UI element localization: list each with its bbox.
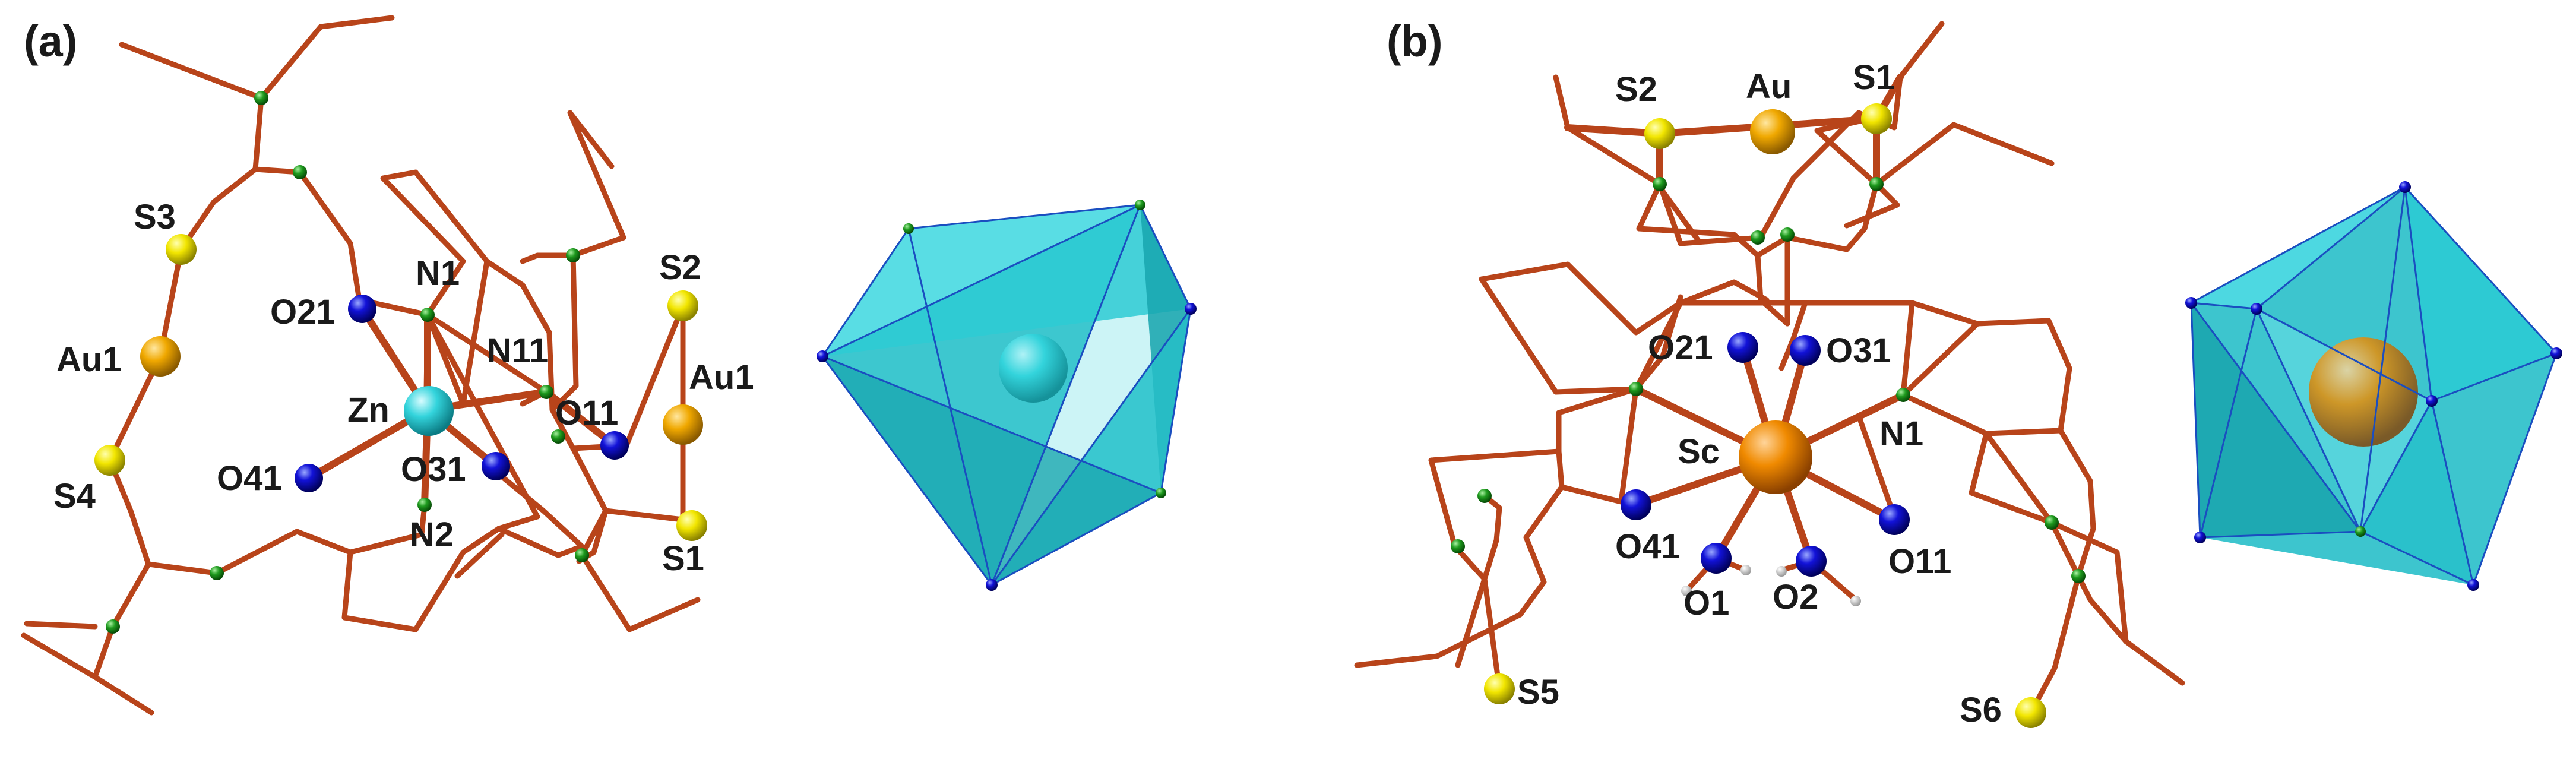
c-node [1629,382,1643,396]
c-node [575,548,589,562]
zn-atom [404,386,454,436]
label-n2: N2 [410,515,454,554]
o31-atom [482,452,510,480]
panel-a-atoms [94,91,707,634]
o31-atom-b [1790,335,1821,366]
label-au1-left: Au1 [56,340,122,379]
label-o31: O31 [401,450,466,489]
label-au1-right: Au1 [689,358,754,397]
panel-b-labels: S2 Au S1 O21 O31 Sc N1 O41 O11 O1 O2 S5 … [1517,58,2002,729]
label-o21-b: O21 [1648,328,1713,367]
c-node [1477,489,1492,503]
n2-node [417,498,432,512]
s1-atom-b [1861,103,1892,134]
label-o11: O11 [555,394,618,432]
h-atom [1681,586,1692,596]
label-o2: O2 [1773,578,1818,616]
c-node [1451,539,1465,553]
label-o21: O21 [270,293,336,331]
c-node [210,566,224,580]
label-s3: S3 [134,198,176,236]
label-o41-b: O41 [1615,527,1681,566]
c-node [254,91,268,105]
n11-node [539,385,553,399]
label-s2-b: S2 [1615,70,1657,109]
o41-atom [295,464,323,492]
label-s2: S2 [659,248,701,287]
label-o1: O1 [1683,584,1729,622]
o21-atom-b [1727,332,1758,363]
label-s1: S1 [662,539,704,578]
s1-atom [676,510,707,541]
o11-atom-b [1879,504,1910,535]
o21-atom [348,295,376,323]
c-node [2071,569,2086,583]
au1-left-atom [140,336,181,377]
label-sc: Sc [1678,432,1720,471]
label-zn: Zn [347,391,390,429]
sc-atom [1739,420,1812,494]
label-n1-b: N1 [1879,415,1923,453]
s6-atom [2015,697,2046,728]
label-au-b: Au [1746,67,1792,106]
o2-atom [1796,546,1827,577]
panel-a: (a) [21,15,1197,716]
polyhedron-sc-center [2309,337,2418,447]
s4-atom [94,445,125,476]
h-atom [1776,566,1787,577]
h-atom [1850,596,1861,606]
au1-right-atom [663,404,703,445]
n1-node-b [1896,388,1910,402]
label-n1: N1 [416,254,460,293]
panel-b: (b) [1354,17,2562,729]
label-o31-b: O31 [1826,331,1891,370]
n1-node [420,308,435,322]
c-node [1751,230,1765,245]
c-node [293,165,307,179]
au-atom-b [1750,109,1795,154]
polyhedron-zn-center [999,334,1068,403]
label-o41: O41 [217,459,282,498]
s3-atom [166,234,197,265]
c-node [2045,515,2059,530]
c-node [566,248,580,262]
label-s6: S6 [1960,691,2002,729]
label-n11: N11 [487,331,548,370]
s5-atom [1484,673,1515,704]
label-s1-b: S1 [1853,58,1895,97]
c-node [106,619,120,634]
c-node [551,429,565,444]
c-node [1653,177,1667,191]
c-node [1869,177,1884,191]
s2-atom-b [1644,118,1675,149]
panel-b-polyhedron [2185,181,2562,591]
o41-atom-b [1621,489,1651,520]
h-atom [1740,565,1751,575]
panel-a-labels: S3 Au1 S4 O21 N1 N11 S2 Au1 O11 Zn O41 O… [53,198,754,578]
label-s4: S4 [53,477,96,515]
panel-a-polyhedron [817,200,1197,591]
label-s5: S5 [1517,673,1559,711]
panel-a-tag: (a) [24,17,77,66]
panel-b-tag: (b) [1387,17,1443,66]
c-node [1780,227,1795,242]
o11-atom [600,431,629,460]
panel-b-atoms [1451,103,2086,728]
label-o11-b: O11 [1888,542,1951,581]
s2-atom [667,290,698,321]
o1-atom [1701,543,1732,574]
panel-a-bonds [21,15,701,716]
